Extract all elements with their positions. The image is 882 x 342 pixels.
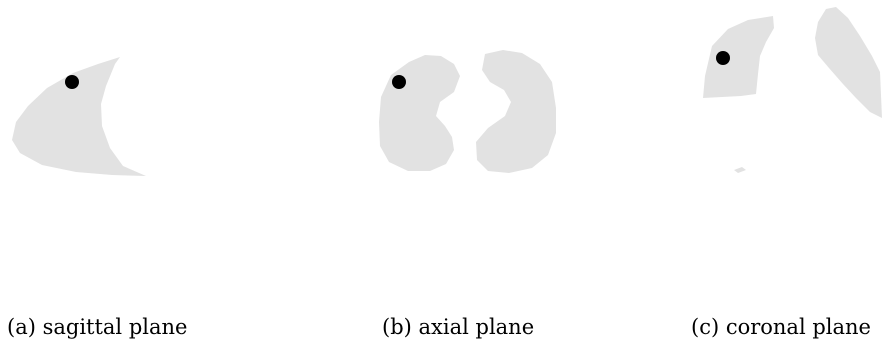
- caption-sagittal: (a) sagittal plane: [7, 315, 188, 339]
- nodule-marker-axial: [392, 75, 406, 89]
- panel-sagittal: [12, 57, 146, 176]
- panel-coronal: [703, 7, 882, 173]
- lung-region-sagittal: [12, 57, 146, 176]
- nodule-marker-sagittal: [65, 75, 79, 89]
- lung-right-coronal: [815, 7, 882, 118]
- lung-left-axial: [379, 55, 460, 171]
- panel-axial: [379, 50, 556, 173]
- nodule-marker-coronal: [716, 51, 730, 65]
- lung-left-coronal: [703, 16, 774, 98]
- caption-axial: (b) axial plane: [382, 315, 535, 339]
- lung-sliver-coronal: [734, 167, 746, 173]
- lung-right-axial: [476, 50, 556, 173]
- caption-coronal: (c) coronal plane: [691, 315, 871, 339]
